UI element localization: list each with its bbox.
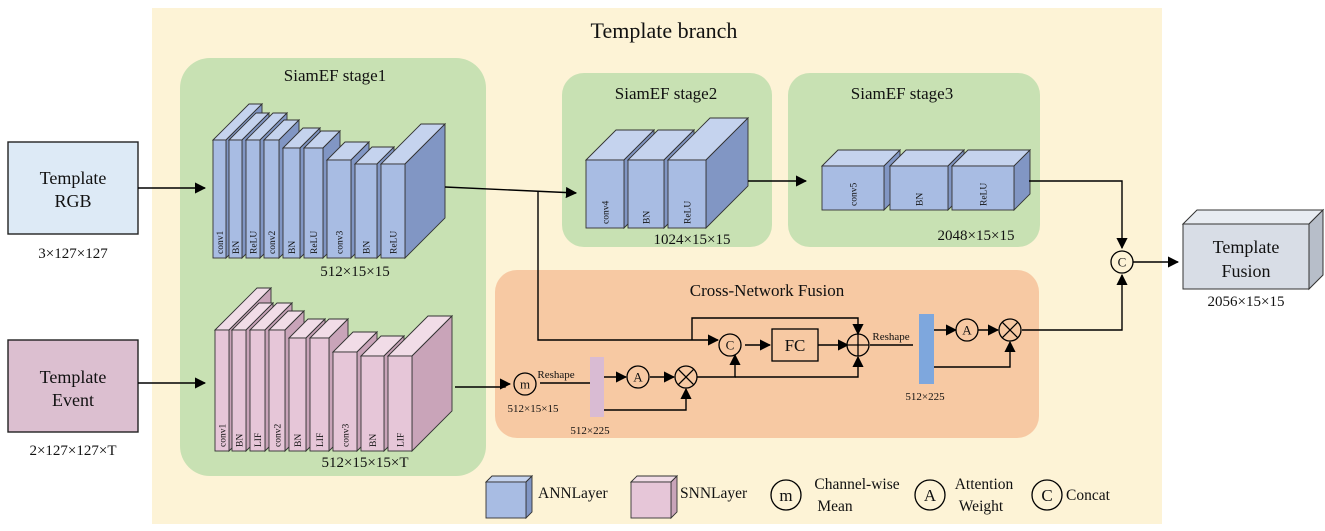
legend-concat-symbol: C [1041, 486, 1052, 505]
attention-symbol-right: A [962, 323, 972, 338]
stage1-snn-dims: 512×15×15×T [321, 455, 408, 471]
stage1-ann-label-5: BN [288, 241, 298, 254]
template-event-box [7, 339, 139, 433]
concat-op-output [1110, 250, 1134, 274]
stage3-label-1: conv5 [850, 183, 860, 206]
template-rgb-label-2: RGB [54, 191, 91, 211]
template-rgb-label-1: Template [40, 168, 107, 188]
legend-mean-label-1: Channel-wise [814, 476, 899, 493]
stage1-ann-block-9: ReLU [379, 122, 447, 260]
legend-ann-label: ANNLayer [538, 485, 609, 502]
attention-op-left [626, 365, 650, 389]
stage1-snn-label-6: LIF [316, 433, 326, 447]
add-op [846, 333, 870, 357]
stage2-block-3: ReLU [666, 116, 750, 230]
template-fusion-dims: 2056×15×15 [1208, 294, 1285, 310]
stage1-ann-label-3: ReLU [250, 231, 260, 254]
stage3-label-2: BN [916, 193, 926, 206]
stage1-ann-label-8: BN [363, 241, 373, 254]
stage1-ann-label-6: ReLU [310, 231, 320, 254]
legend-concat-label: Concat [1066, 487, 1111, 504]
concat-symbol-fusion: C [726, 338, 735, 353]
stage3-dims: 2048×15×15 [938, 228, 1015, 244]
legend-attention-circle [914, 479, 946, 511]
legend-snn-label: SNNLayer [680, 485, 748, 502]
template-branch-title: Template branch [591, 18, 738, 43]
stage1-snn-label-3: LIF [254, 433, 264, 447]
stage1-snn-label-2: BN [236, 434, 246, 447]
legend-mean-symbol: m [779, 486, 792, 505]
stage1-ann-label-9: ReLU [390, 231, 400, 254]
stage2-label-2: BN [643, 211, 653, 224]
legend-concat-circle [1031, 479, 1063, 511]
legend: ANNLayer SNNLayer m Channel-wise Mean A … [484, 474, 1111, 520]
template-event-dims: 2×127×127×T [29, 443, 116, 459]
template-event-label-2: Event [52, 390, 94, 410]
legend-attention-label-1: Attention [955, 476, 1014, 493]
stage1-snn-label-8: BN [369, 434, 379, 447]
stage1-ann-dims: 512×15×15 [320, 264, 389, 280]
channel-mean-symbol: m [520, 377, 530, 392]
stage3-stack: conv5 BN ReLU [820, 148, 1032, 212]
mean-output-dims: 512×15×15 [508, 403, 559, 415]
stage1-snn-stack: conv1 BN LIF conv2 BN LIF conv3 BN LIF [213, 286, 454, 453]
stage1-ann-label-2: BN [232, 241, 242, 254]
stage1-snn-label-9: LIF [397, 433, 407, 447]
stage1-ann-stack: conv1 BN ReLU conv2 BN ReLU conv3 BN ReLU [211, 102, 447, 260]
multiply-op-left [674, 365, 698, 389]
legend-mean-label-2: Mean [817, 498, 853, 515]
stage1-title: SiamEF stage1 [284, 66, 386, 85]
stage2-title: SiamEF stage2 [615, 84, 717, 103]
stage1-snn-label-4: conv2 [274, 424, 284, 447]
channel-mean-op [513, 372, 537, 396]
stage1-snn-block-9: LIF [386, 314, 454, 453]
template-fusion-output [1181, 208, 1325, 291]
stage2-stack: conv4 BN ReLU [584, 116, 750, 230]
template-rgb-dims: 3×127×127 [38, 246, 108, 262]
stage2-label-3: ReLU [684, 201, 694, 224]
stage1-ann-label-1: conv1 [216, 231, 226, 254]
reshape-bar-fused [919, 314, 934, 384]
stage1-ann-label-4: conv2 [268, 231, 278, 254]
reshape-label-right: Reshape [872, 331, 909, 343]
template-fusion-label-1: Template [1213, 237, 1280, 257]
stage3-title: SiamEF stage3 [851, 84, 953, 103]
fc-label: FC [785, 336, 806, 355]
stage3-block-1: conv5 [820, 148, 902, 212]
reshape-label-left: Reshape [537, 369, 574, 381]
fc-box [771, 328, 819, 362]
reshape-left-dims: 512×225 [570, 425, 610, 437]
stage1-snn-label-1: conv1 [219, 424, 229, 447]
reshape-right-dims: 512×225 [905, 391, 945, 403]
stage2-label-1: conv4 [602, 201, 612, 224]
stage1-snn-label-7: conv3 [342, 424, 352, 447]
multiply-op-right [998, 318, 1022, 342]
template-event-label-1: Template [40, 367, 107, 387]
template-rgb-box [7, 141, 139, 235]
stage1-ann-label-7: conv3 [336, 231, 346, 254]
stage1-snn-label-5: BN [294, 434, 304, 447]
legend-attention-label-2: Weight [959, 498, 1004, 515]
stage3-block-3: ReLU [950, 148, 1032, 212]
concat-op-fusion [718, 333, 742, 357]
cross-network-fusion-title: Cross-Network Fusion [690, 281, 845, 300]
reshape-bar-snn [590, 357, 604, 417]
concat-symbol-output: C [1118, 255, 1127, 270]
template-fusion-label-2: Fusion [1221, 261, 1270, 281]
legend-ann-swatch [484, 474, 534, 520]
connectors [138, 175, 1180, 411]
legend-attention-symbol: A [924, 486, 937, 505]
legend-snn-swatch [629, 474, 679, 520]
legend-mean-circle [770, 479, 802, 511]
attention-op-right [955, 318, 979, 342]
cross-network-fusion-panel [495, 270, 1039, 438]
attention-symbol-left: A [633, 370, 643, 385]
stage2-dims: 1024×15×15 [654, 232, 731, 248]
stage3-label-3: ReLU [980, 183, 990, 206]
